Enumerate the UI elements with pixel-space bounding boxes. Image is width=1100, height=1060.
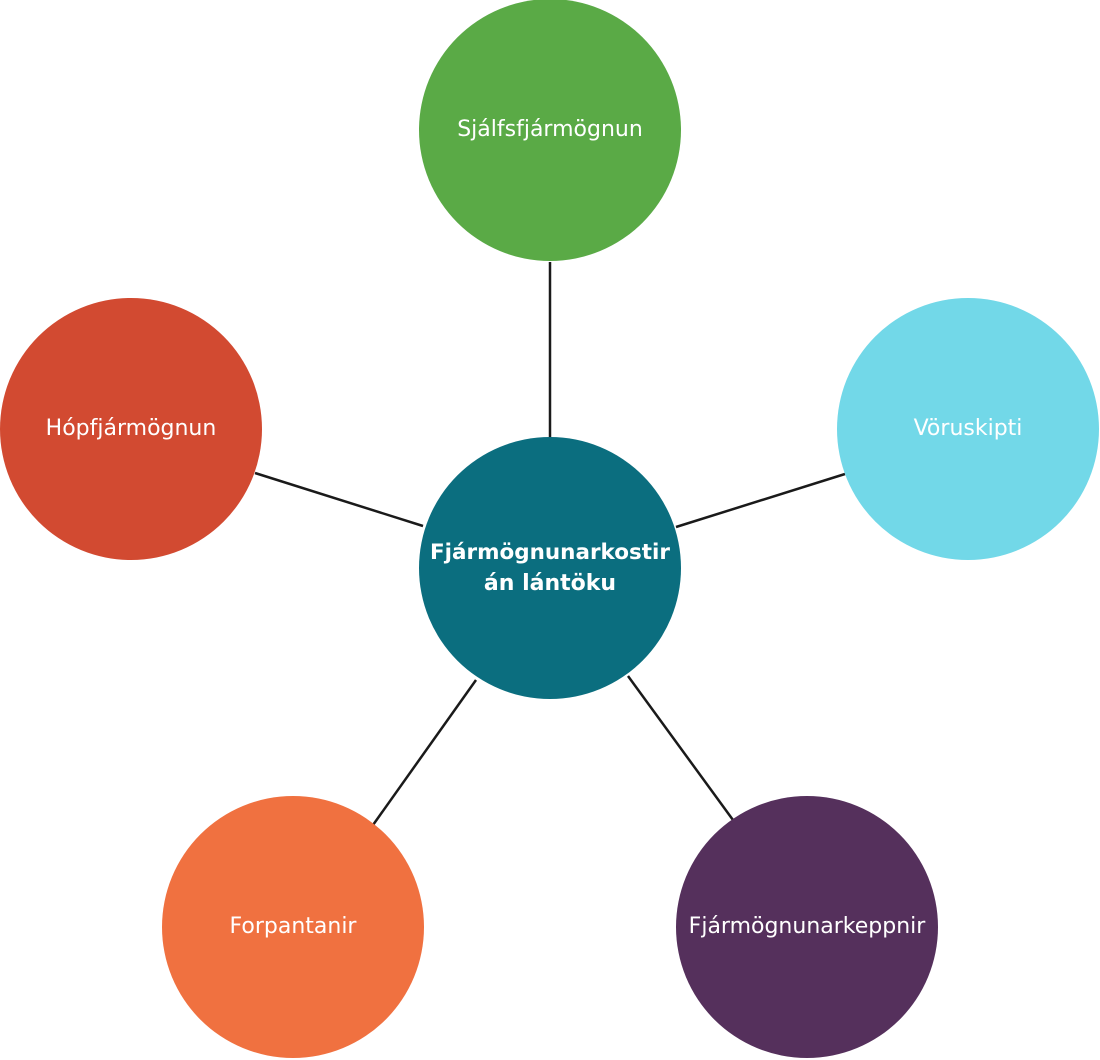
- node-circle: [419, 0, 681, 261]
- connector-left: [254, 471, 424, 528]
- node-circle: [676, 796, 938, 1058]
- node-circle: [837, 298, 1099, 560]
- node-circle: [0, 298, 262, 560]
- node-barter: Vöruskipti: [837, 298, 1099, 560]
- node-funding-competitions: Fjármögnunarkeppnir: [676, 796, 938, 1058]
- node-crowdfunding: Hópfjármögnun: [0, 298, 262, 560]
- node-self-funding: Sjálfsfjármögnun: [419, 0, 681, 261]
- connector-bottom-right: [626, 675, 735, 821]
- connector-right: [675, 472, 846, 529]
- center-label-line-2: án lántöku: [484, 571, 616, 596]
- center-node: Fjármögnunarkostir án lántöku: [419, 437, 681, 699]
- connector-bottom-left: [371, 679, 478, 826]
- center-label-line-1: Fjármögnunarkostir: [430, 540, 670, 565]
- center-circle: [419, 437, 681, 699]
- node-pre-orders: Forpantanir: [162, 796, 424, 1058]
- node-label: Vöruskipti: [914, 416, 1023, 441]
- node-circle: [162, 796, 424, 1058]
- node-label: Forpantanir: [230, 914, 358, 939]
- node-label: Sjálfsfjármögnun: [457, 117, 643, 142]
- node-label: Hópfjármögnun: [46, 416, 217, 441]
- node-label: Fjármögnunarkeppnir: [689, 914, 927, 939]
